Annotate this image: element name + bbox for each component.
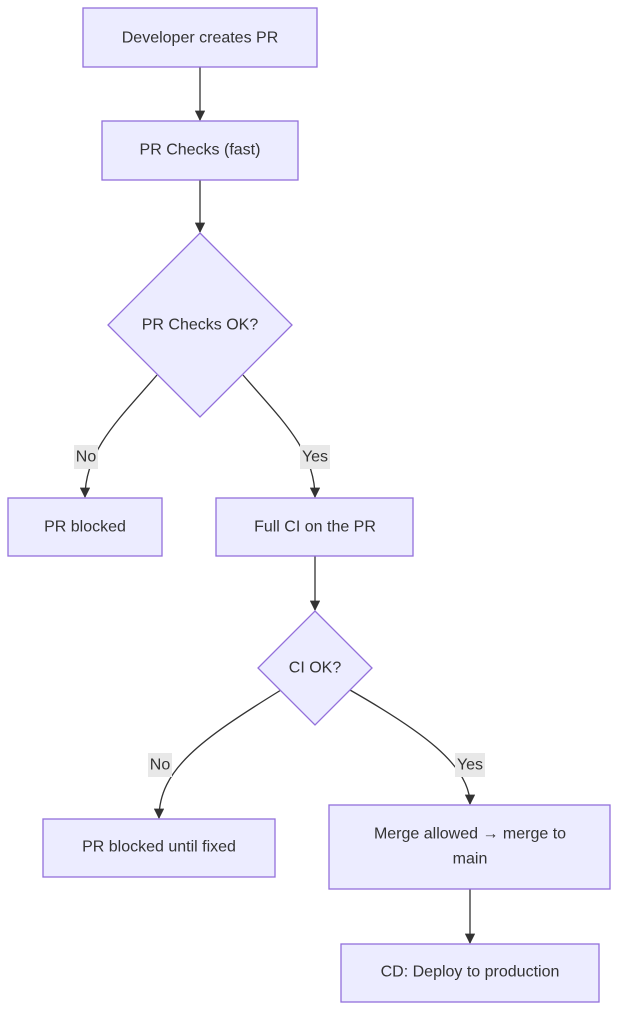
- node-create-pr-label: Developer creates PR: [122, 30, 279, 47]
- node-merge-allowed: Merge allowed → merge to main: [328, 804, 611, 890]
- edge-label-bg: [455, 753, 485, 777]
- node-pr-checks-label: PR Checks (fast): [140, 142, 261, 159]
- node-create-pr: Developer creates PR: [82, 7, 318, 68]
- nodes: Developer creates PR PR Checks (fast) PR…: [7, 7, 611, 1003]
- node-full-ci: Full CI on the PR: [215, 497, 414, 557]
- edge-labels: No Yes No Yes: [74, 445, 485, 777]
- node-merge-allowed-label-line1: Merge allowed → merge to: [374, 826, 566, 843]
- node-pr-checks-ok-label: PR Checks OK?: [142, 317, 259, 334]
- edge-label-bg: [74, 445, 98, 469]
- node-pr-checks-ok-decision: PR Checks OK?: [107, 232, 293, 418]
- node-pr-blocked-label: PR blocked: [44, 519, 126, 536]
- node-full-ci-label: Full CI on the PR: [254, 519, 376, 536]
- node-pr-checks: PR Checks (fast): [101, 120, 299, 181]
- node-merge-allowed-label-line2: main: [453, 851, 488, 868]
- edge-label-ci-no: No: [150, 757, 171, 774]
- node-pr-blocked: PR blocked: [7, 497, 163, 557]
- edge-label-ci-yes: Yes: [457, 757, 483, 774]
- edge-ci-yes: [349, 689, 476, 806]
- edge-label-checks-yes: Yes: [302, 449, 328, 466]
- node-cd-deploy: CD: Deploy to production: [340, 943, 600, 1003]
- edge-label-bg: [300, 445, 330, 469]
- node-cd-deploy-label: CD: Deploy to production: [381, 964, 560, 981]
- node-ci-ok-label: CI OK?: [289, 660, 342, 677]
- node-ci-ok-decision: CI OK?: [257, 610, 373, 726]
- edge-ci-no: [153, 689, 282, 820]
- node-pr-blocked-until-fixed-label: PR blocked until fixed: [82, 839, 236, 856]
- edge-decision-yes: [242, 374, 321, 499]
- edges: [79, 67, 476, 945]
- edge-label-checks-no: No: [76, 449, 97, 466]
- node-pr-blocked-until-fixed: PR blocked until fixed: [42, 818, 276, 878]
- edge-decision-no: [79, 374, 158, 499]
- edge-label-bg: [148, 753, 172, 777]
